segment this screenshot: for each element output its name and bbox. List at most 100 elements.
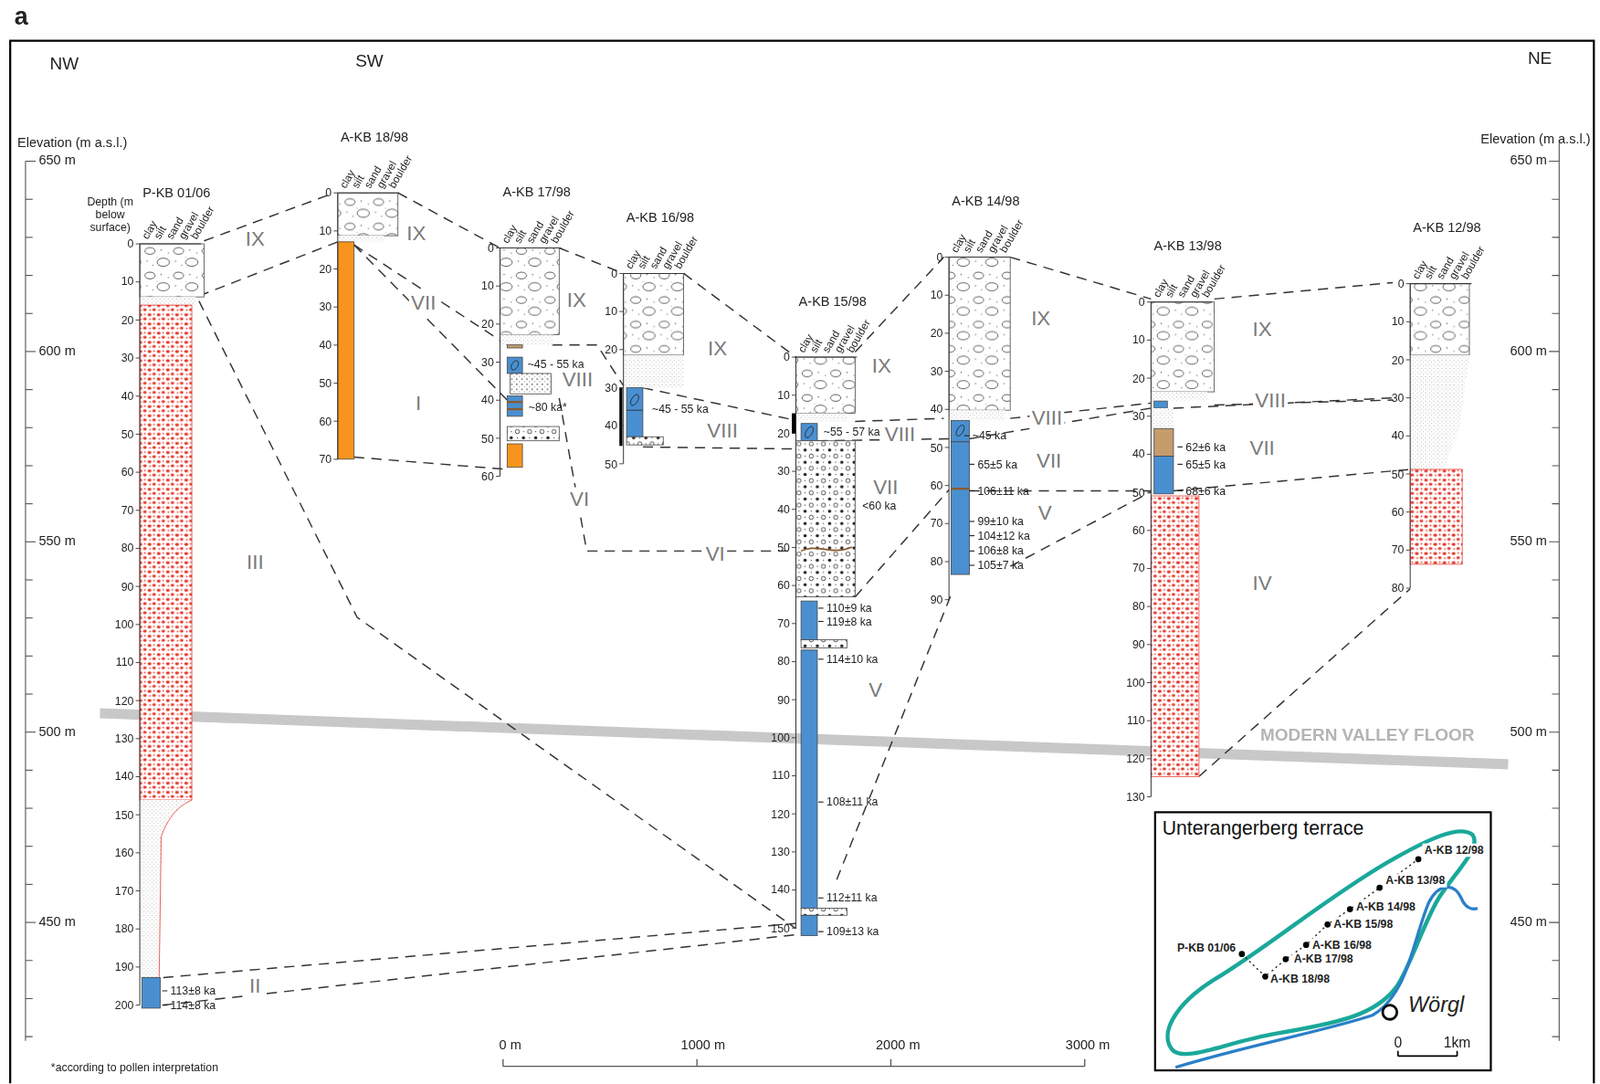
scale-tick <box>791 394 796 396</box>
depth-tick-label: 60 <box>1132 524 1146 537</box>
drawing-part <box>163 934 797 1005</box>
scale-tick <box>1551 998 1559 1000</box>
scale-tick <box>333 344 337 346</box>
depth-tick-label: 30 <box>1391 391 1405 405</box>
depth-tick-label: 60 <box>930 479 944 493</box>
scale-tick <box>495 400 500 401</box>
scale-tick <box>791 661 796 663</box>
elevation-label: 600 m <box>1510 344 1548 360</box>
depth-tick-label: 0 <box>1138 295 1146 309</box>
elevation-label: 650 m <box>38 153 75 169</box>
age-label: 65±5 ka <box>1185 457 1226 471</box>
panel-letter: a <box>14 1 29 31</box>
depth-tick-label: 120 <box>1126 752 1146 766</box>
scale-tick <box>1406 321 1411 323</box>
depth-tick-label: 70 <box>1132 561 1146 575</box>
age-label: 113±8 ka <box>170 984 217 998</box>
inset-borehole-label: A-KB 12/98 <box>1422 843 1486 857</box>
distance-label: 0 m <box>499 1038 522 1054</box>
unit-number: IX <box>870 354 895 379</box>
scale-tick <box>1147 492 1151 494</box>
scale-tick <box>25 731 36 733</box>
axis-title: Elevation (m a.s.l.) <box>17 136 127 152</box>
drawing-part <box>1398 1055 1458 1058</box>
age-label: 99±10 ka <box>977 515 1023 528</box>
scale-tick <box>495 285 500 287</box>
depth-tick-label: 40 <box>121 389 135 403</box>
scale-tick <box>1558 142 1560 1041</box>
age-label: 65±5 ka <box>977 457 1018 471</box>
scale-tick <box>136 1004 140 1006</box>
drawing-part <box>506 443 523 468</box>
drawing-part <box>796 413 848 422</box>
depth-tick-label: 20 <box>481 317 495 331</box>
drawing-part <box>503 1065 1085 1067</box>
scale-tick <box>791 622 796 624</box>
scale-tick <box>791 813 796 815</box>
drawing-part <box>354 244 508 400</box>
scale-tick <box>968 490 975 492</box>
depth-tick-label: 50 <box>1391 467 1405 481</box>
scale-tick <box>25 541 36 543</box>
depth-tick-label: 10 <box>930 288 944 302</box>
drawing-part <box>1010 492 1151 568</box>
scale-tick <box>136 357 140 359</box>
scale-tick <box>1551 1036 1559 1038</box>
scale-tick <box>495 247 500 249</box>
unit-number: I <box>413 391 424 416</box>
drawing-part <box>506 400 523 403</box>
drawing-part <box>1456 1051 1459 1057</box>
axis-title: Elevation (m a.s.l.) <box>1480 132 1590 148</box>
scale-tick <box>139 243 201 245</box>
drawing-part <box>800 640 847 649</box>
drawing-part <box>506 426 559 442</box>
elevation-label: 500 m <box>1510 725 1548 741</box>
scale-tick <box>1551 769 1559 771</box>
scale-tick <box>333 230 337 232</box>
scale-tick <box>136 395 140 397</box>
scale-tick <box>336 192 338 460</box>
scale-tick <box>619 425 623 427</box>
scale-tick <box>796 357 858 358</box>
scale-tick <box>1406 358 1411 360</box>
scale-tick <box>25 959 33 961</box>
scale-tick <box>1551 389 1559 390</box>
scale-tick <box>333 268 337 270</box>
scale-tick <box>136 281 140 283</box>
scale-tick <box>948 257 950 600</box>
scale-tick <box>1551 655 1559 657</box>
scale-tick <box>24 161 26 1042</box>
town-label: Wörgl <box>1408 992 1464 1018</box>
drawing-part <box>1376 884 1383 892</box>
drawing-part <box>398 192 501 248</box>
depth-tick-label: 100 <box>1126 675 1146 689</box>
scale-tick <box>25 389 33 390</box>
scale-tick <box>136 509 140 511</box>
scale-tick <box>818 897 824 899</box>
scale-tick <box>968 520 975 522</box>
scale-tick <box>136 737 140 739</box>
scale-tick <box>162 989 169 991</box>
drawing-part <box>1084 1059 1085 1067</box>
unit-number: IX <box>1029 306 1053 331</box>
drawing-part <box>1168 831 1475 1054</box>
age-label: ~55 - 57 ka <box>823 425 881 439</box>
age-label: 62±6 ka <box>1185 440 1226 453</box>
scale-tick <box>964 435 970 437</box>
scale-tick <box>1551 199 1559 200</box>
drawing-part <box>354 244 508 346</box>
borehole-name: A-KB 14/98 <box>951 194 1020 211</box>
scale-tick <box>333 458 337 460</box>
drawing-part <box>642 388 797 422</box>
depth-tick-label: 20 <box>318 262 332 275</box>
drawing-part <box>642 446 797 449</box>
drawing-part <box>619 388 622 447</box>
scale-tick <box>1406 397 1411 399</box>
elevation-label: 600 m <box>38 344 75 360</box>
borehole-name: P-KB 01/06 <box>142 186 211 202</box>
scale-tick <box>1147 529 1151 531</box>
valley-floor-label: MODERN VALLEY FLOOR <box>1260 726 1475 747</box>
depth-tick-label: 40 <box>481 393 495 407</box>
scale-tick <box>619 387 623 389</box>
drawing-part <box>500 248 560 336</box>
